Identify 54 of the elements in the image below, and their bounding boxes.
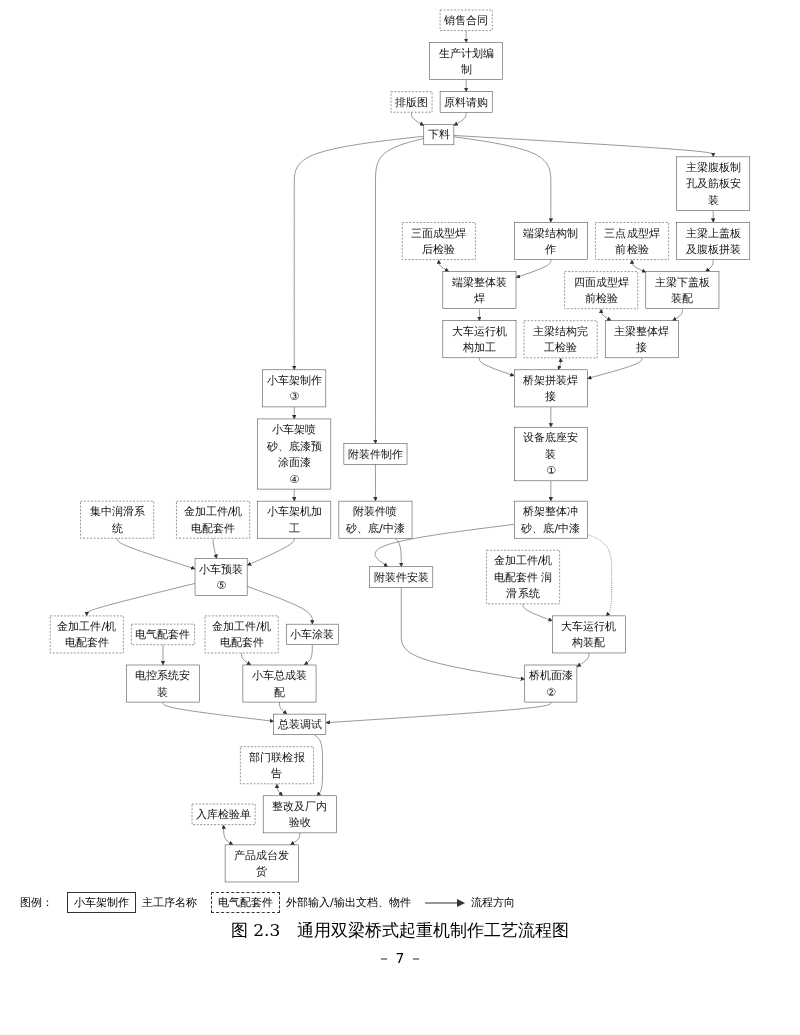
node-box: 部门联检报告 (240, 746, 314, 784)
node-box: 主梁结构完工检验 (523, 320, 598, 359)
node-box: 小车涂装 (286, 623, 339, 645)
legend-text: 外部输入/输出文档、物件 (286, 895, 411, 910)
node-box: 主梁下盖板装配 (645, 271, 720, 309)
arrow (274, 783, 283, 796)
legend-text: 主工序名称 (142, 895, 197, 910)
node-box: 销售合同 (439, 9, 493, 31)
legend-heading: 图例： (20, 895, 53, 910)
node-box: 生产计划编制 (429, 42, 503, 80)
node-box: 整改及厂内验收 (262, 795, 337, 834)
node-box: 排版图 (390, 91, 433, 113)
node-box: 原料请购 (439, 91, 493, 113)
node-box: 主梁整体焊接 (604, 320, 679, 359)
node-box: 端梁整体装焊 (442, 271, 517, 309)
node-box: 附装件喷砂、底/中漆 (338, 500, 413, 539)
node-box: 三面成型焊后检验 (402, 222, 476, 260)
arrow (557, 357, 563, 371)
node-box: 小车架制作 ③ (262, 369, 327, 408)
node-box: 集中润滑系统 (80, 500, 154, 539)
node-box: 大车运行机构加工 (442, 320, 517, 359)
page-number: － 7 － (377, 950, 423, 968)
legend-sample-box: 小车架制作 (67, 892, 136, 913)
node-box: 小车预装 ⑤ (194, 558, 248, 596)
node-box: 电控系统安装 (126, 664, 200, 703)
figure-caption: 图 2.3 通用双梁桥式起重机制作工艺流程图 (230, 919, 570, 942)
node-box: 四面成型焊前检验 (564, 271, 639, 309)
node-box: 桥架整体冲砂、底/中漆 (514, 500, 588, 539)
node-box: 桥架拼装焊接 (514, 369, 588, 408)
node-box: 产品成台发货 (224, 844, 299, 883)
node-box: 电气配套件 (131, 623, 195, 645)
legend-text: 流程方向 (470, 895, 515, 910)
node-box: 入库检验单 (191, 803, 256, 825)
arrow (436, 259, 449, 272)
node-box: 金加工件/机电配套件 (204, 615, 279, 654)
node-box: 小车架喷砂、底漆预涂面漆 ④ (257, 418, 332, 490)
arrow (599, 308, 612, 321)
node-box: 金加工件/机电配套件 润滑系统 (486, 550, 560, 605)
node-box: 大车运行机构装配 (552, 615, 626, 654)
node-box: 主梁上盖板及腹板拼装 (676, 222, 751, 260)
node-box: 设备底座安装 ① (514, 426, 588, 482)
node-box: 桥机面漆 ② (524, 664, 578, 703)
node-box: 主梁腹板制孔及筋板安装 (676, 156, 751, 211)
node-box: 下料 (423, 124, 455, 146)
node-box: 金加工件/机电配套件 (49, 615, 124, 654)
node-box: 小车总成装配 (242, 664, 317, 703)
node-box: 端梁结构制作 (514, 222, 588, 260)
node-box: 三点成型焊前检验 (595, 222, 669, 260)
node-box: 金加工件/机电配套件 (176, 500, 250, 539)
node-box: 附装件制作 (343, 443, 408, 465)
node-box: 小车架机加工 (257, 500, 332, 539)
node-box: 附装件安装 (369, 566, 434, 588)
node-box: 总装调试 (273, 713, 327, 735)
legend-sample-box: 电气配套件 (211, 892, 280, 913)
